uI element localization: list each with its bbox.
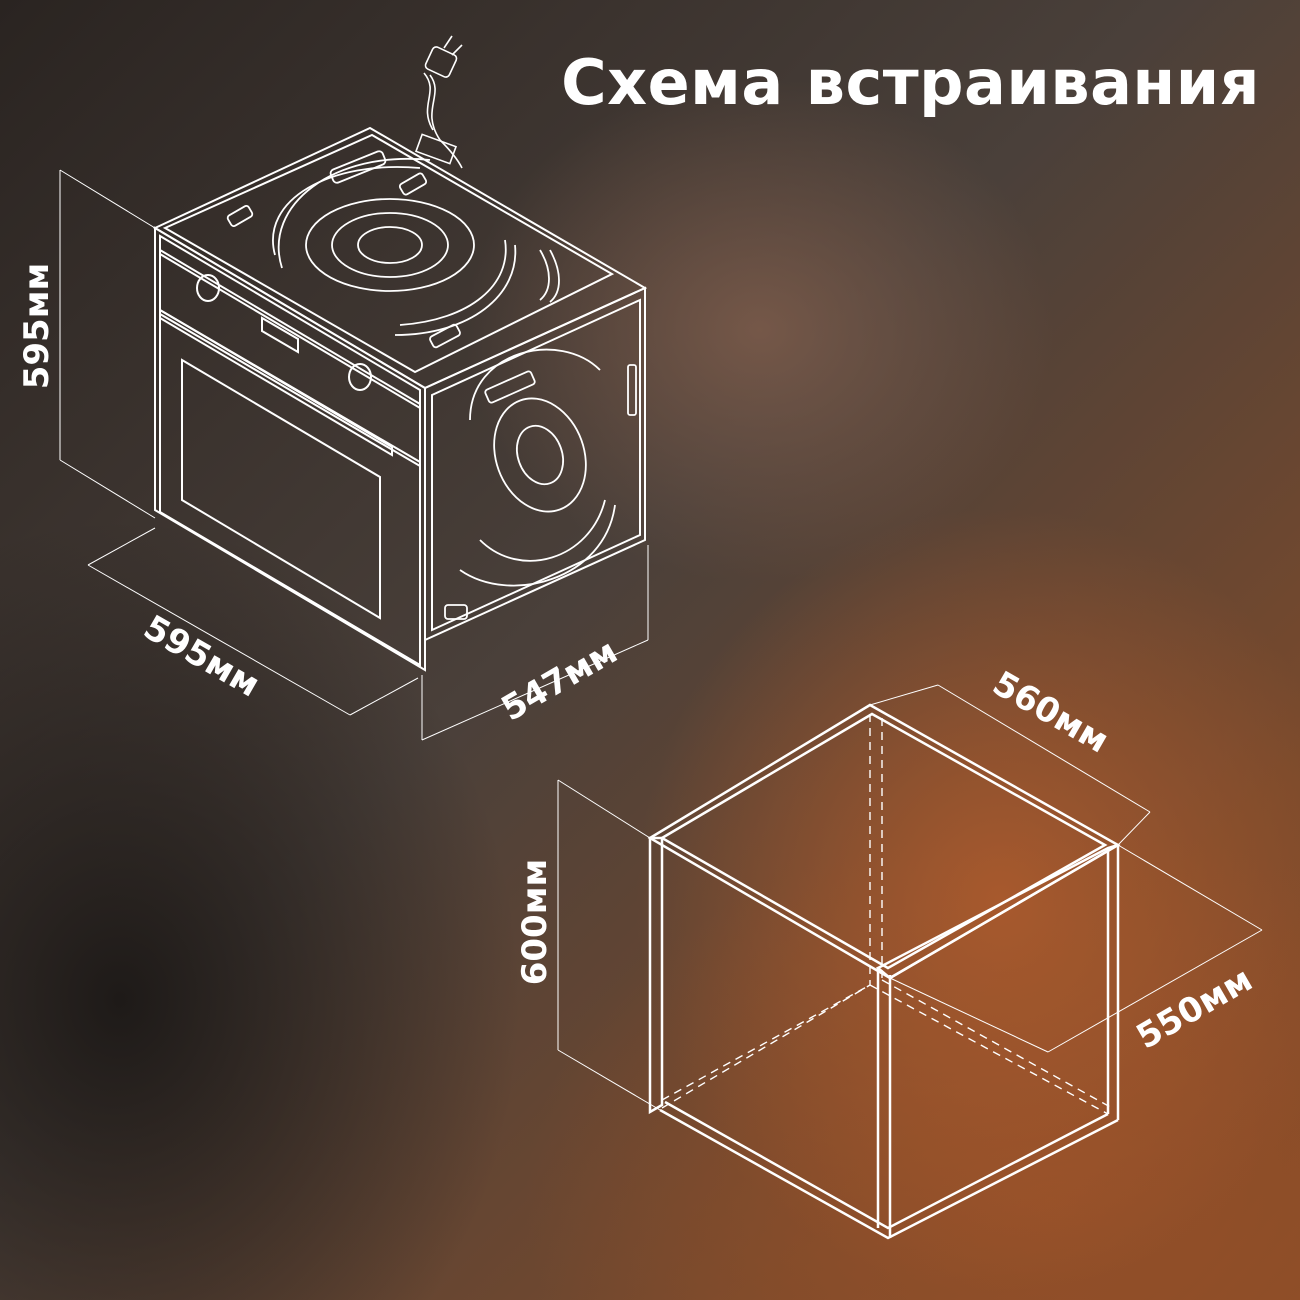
niche-height-label: 600мм — [515, 859, 555, 986]
oven-height-dimension — [59, 169, 156, 519]
oven-front-panel — [154, 226, 426, 672]
niche-width-label: 560мм — [986, 664, 1116, 762]
oven-illustration — [152, 35, 648, 672]
niche-width-dimension — [869, 684, 1151, 846]
power-plug-icon — [414, 35, 463, 169]
niche-illustration — [647, 703, 1121, 1240]
page-title: Схема встраивания — [561, 46, 1260, 119]
niche-depth-dimension — [889, 844, 1263, 1053]
oven-height-label: 595мм — [17, 263, 57, 390]
oven-side-panel — [424, 286, 646, 642]
oven-depth-dimension — [421, 545, 649, 741]
display-screen — [261, 316, 299, 354]
door-handle — [159, 308, 393, 457]
oven-top-vents — [226, 150, 560, 349]
oven-top-panel — [152, 126, 648, 390]
left-knob-icon — [196, 274, 220, 302]
door-window — [181, 358, 381, 620]
oven-width-dimension — [87, 527, 419, 716]
niche-height-dimension — [557, 779, 661, 1111]
niche-hidden-edges — [661, 714, 1113, 1115]
oven-depth-label: 547мм — [495, 632, 625, 730]
niche-depth-label: 550мм — [1130, 960, 1260, 1058]
right-knob-icon — [348, 363, 372, 391]
oven-side-vents — [444, 348, 637, 620]
